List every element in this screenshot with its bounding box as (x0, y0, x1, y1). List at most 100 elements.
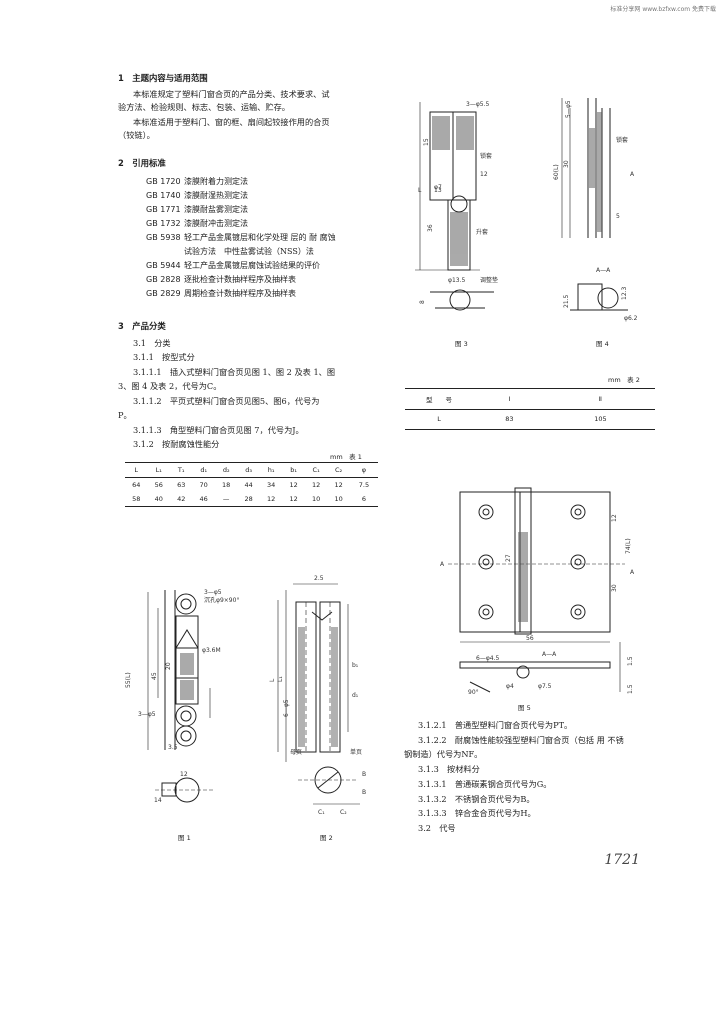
clause-3-1-3-2: 3.1.3.2 不锈钢合页代号为B。 (418, 794, 535, 804)
fig2-label: 母页 (290, 749, 302, 756)
clause-3-1: 3.1 分类 (133, 338, 171, 348)
fig2-label: C₂ (340, 809, 347, 816)
table-header: h₁ (267, 466, 275, 474)
clause-3-1-2: 3.1.2 按耐腐蚀性能分 (133, 439, 220, 449)
sec1-para2-line1: 本标准适用于塑料门、窗的框、扇间起铰接作用的合页 (133, 117, 330, 127)
fig2-label: 2.5 (314, 575, 324, 582)
fig5-label: φ4 (506, 683, 514, 690)
figure-1-drawing: 3—φ5 沉孔φ9×90° φ3.6M 55(L) 45 20 3—φ5 3.5… (125, 589, 239, 804)
fig4-label: φ6.2 (624, 315, 638, 322)
clause-3-1-3-1: 3.1.3.1 普通碳素钢合页代号为G。 (418, 779, 552, 789)
table-1-unit: mm 表 1 (330, 453, 362, 461)
table-1: L L₁ T₁ d₁ d₂ d₃ h₁ b₁ C₁ C₂ φ 64 56 63 … (125, 462, 378, 507)
section-1-title: 1 主题内容与适用范围 (118, 73, 208, 83)
section-3-title: 3 产品分类 (118, 321, 166, 331)
fig4-label: 5 (616, 213, 620, 220)
fig4-label: 锁套 (616, 136, 628, 144)
fig3-label: 8 (419, 300, 426, 304)
fig2-label: C₁ (318, 809, 325, 816)
table-cell: 34 (267, 481, 276, 489)
fig4-label: 5—φ5 (565, 100, 572, 118)
fig1-label: φ3.6M (202, 647, 221, 654)
table-header: L (134, 466, 139, 474)
fig5-label: A (440, 561, 445, 568)
clause-3-1-1-1-line2: 3、图 4 及表 2，代号为C。 (118, 381, 222, 391)
sec1-para1-line2: 验方法、检验规则、标志、包装、运输、贮存。 (118, 102, 290, 112)
clause-3-1-1-3: 3.1.1.3 角型塑料门窗合页见图 7，代号为J。 (133, 425, 304, 435)
fig2-label: B (362, 771, 366, 778)
table-header: d₁ (200, 466, 208, 474)
fig3-label: φ7 (434, 184, 442, 191)
fig3-label: 锁套 (480, 152, 492, 160)
figure-5-caption: 图 5 (518, 704, 531, 712)
table-header: d₂ (222, 466, 230, 474)
table-header: b₁ (290, 466, 297, 474)
table-header: T₁ (177, 466, 185, 474)
table-cell: 10 (311, 495, 321, 503)
table-cell: 12 (334, 481, 343, 489)
figure-3-caption: 图 3 (455, 340, 468, 348)
fig5-label: A—A (542, 651, 557, 658)
table-cell: 58 (132, 495, 141, 503)
fig4-label: 60(L) (553, 164, 560, 180)
table-2-unit: mm 表 2 (608, 376, 640, 384)
figure-3-drawing: 3—φ5.5 15 锁套 L φ7 12 36 13 升套 φ13.5 调整垫 … (415, 101, 498, 311)
table-1-grid: L L₁ T₁ d₁ d₂ d₃ h₁ b₁ C₁ C₂ φ 64 56 63 … (125, 463, 378, 506)
fig5-label: 1.5 (627, 684, 634, 694)
table-cell: 40 (154, 495, 163, 503)
fig3-label: 调整垫 (480, 276, 498, 284)
table-row: L 83 105 (405, 409, 655, 429)
fig5-label: 74(L) (625, 538, 632, 554)
table-cell: 70 (199, 481, 208, 489)
fig4-label: A (630, 171, 635, 178)
fig1-label: 3—φ5 (138, 711, 156, 718)
fig1-label: 55(L) (125, 672, 132, 688)
figure-4-caption: 图 4 (596, 340, 609, 348)
fig3-label: 3—φ5.5 (466, 101, 490, 108)
clause-3-1-2-1: 3.1.2.1 普通型塑料门窗合页代号为PT。 (418, 720, 573, 730)
table-cell: 18 (222, 481, 231, 489)
table-cell: 10 (334, 495, 343, 503)
fig5-label: 30 (611, 584, 618, 592)
table-cell: 12 (289, 495, 298, 503)
table-cell: 42 (177, 495, 186, 503)
fig2-label: d₁ (352, 692, 359, 699)
fig5-label: 12 (611, 514, 618, 522)
fig1-label: 沉孔φ9×90° (204, 596, 239, 604)
fig4-label: 12.3 (621, 286, 628, 300)
clause-3-1-3-3: 3.1.3.3 锌合金合页代号为H。 (418, 808, 536, 818)
fig3-label: φ13.5 (448, 277, 466, 284)
fig3-label: 升套 (476, 228, 488, 236)
table-header: φ (361, 466, 367, 474)
clause-3-1-1-2-line1: 3.1.1.2 平页式塑料门窗合页见图5、图6，代号为 (133, 396, 320, 406)
fig1-label: 14 (154, 797, 162, 804)
table-2: 型 号 Ⅰ Ⅱ L 83 105 (405, 388, 655, 430)
table-cell: L (437, 415, 441, 424)
table-header-row: 型 号 Ⅰ Ⅱ (405, 389, 655, 409)
table-cell: 105 (594, 415, 607, 424)
fig3-label: 13 (434, 187, 442, 194)
table-header: C₂ (335, 466, 343, 474)
clause-3-1-1-1-line1: 3.1.1.1 插入式塑料门窗合页见图 1、图 2 及表 1、图 (133, 367, 336, 377)
fig5-label: 27 (505, 554, 512, 562)
table-cell: 12 (267, 495, 276, 503)
clause-3-2: 3.2 代号 (418, 823, 456, 833)
table-cell: — (222, 495, 230, 503)
table-header: 型 号 (426, 395, 452, 404)
table-cell: 44 (244, 481, 253, 489)
figure-4-drawing: 5—φ5 锁套 60(L) 30 5 A—A 21.5 12.3 φ6.2 A (553, 98, 638, 322)
fig3-label: 36 (427, 224, 434, 232)
fig4-label: 30 (563, 160, 570, 168)
table-header-row: L L₁ T₁ d₁ d₂ d₃ h₁ b₁ C₁ C₂ φ (125, 463, 378, 478)
fig1-label: 12 (180, 771, 188, 778)
fig5-label: 6—φ4.5 (476, 655, 500, 662)
clause-3-1-2-2-line2: 钢制造）代号为NF。 (404, 749, 483, 759)
reference-item: 试验方法 中性盐雾试验（NSS）法 (184, 247, 314, 256)
